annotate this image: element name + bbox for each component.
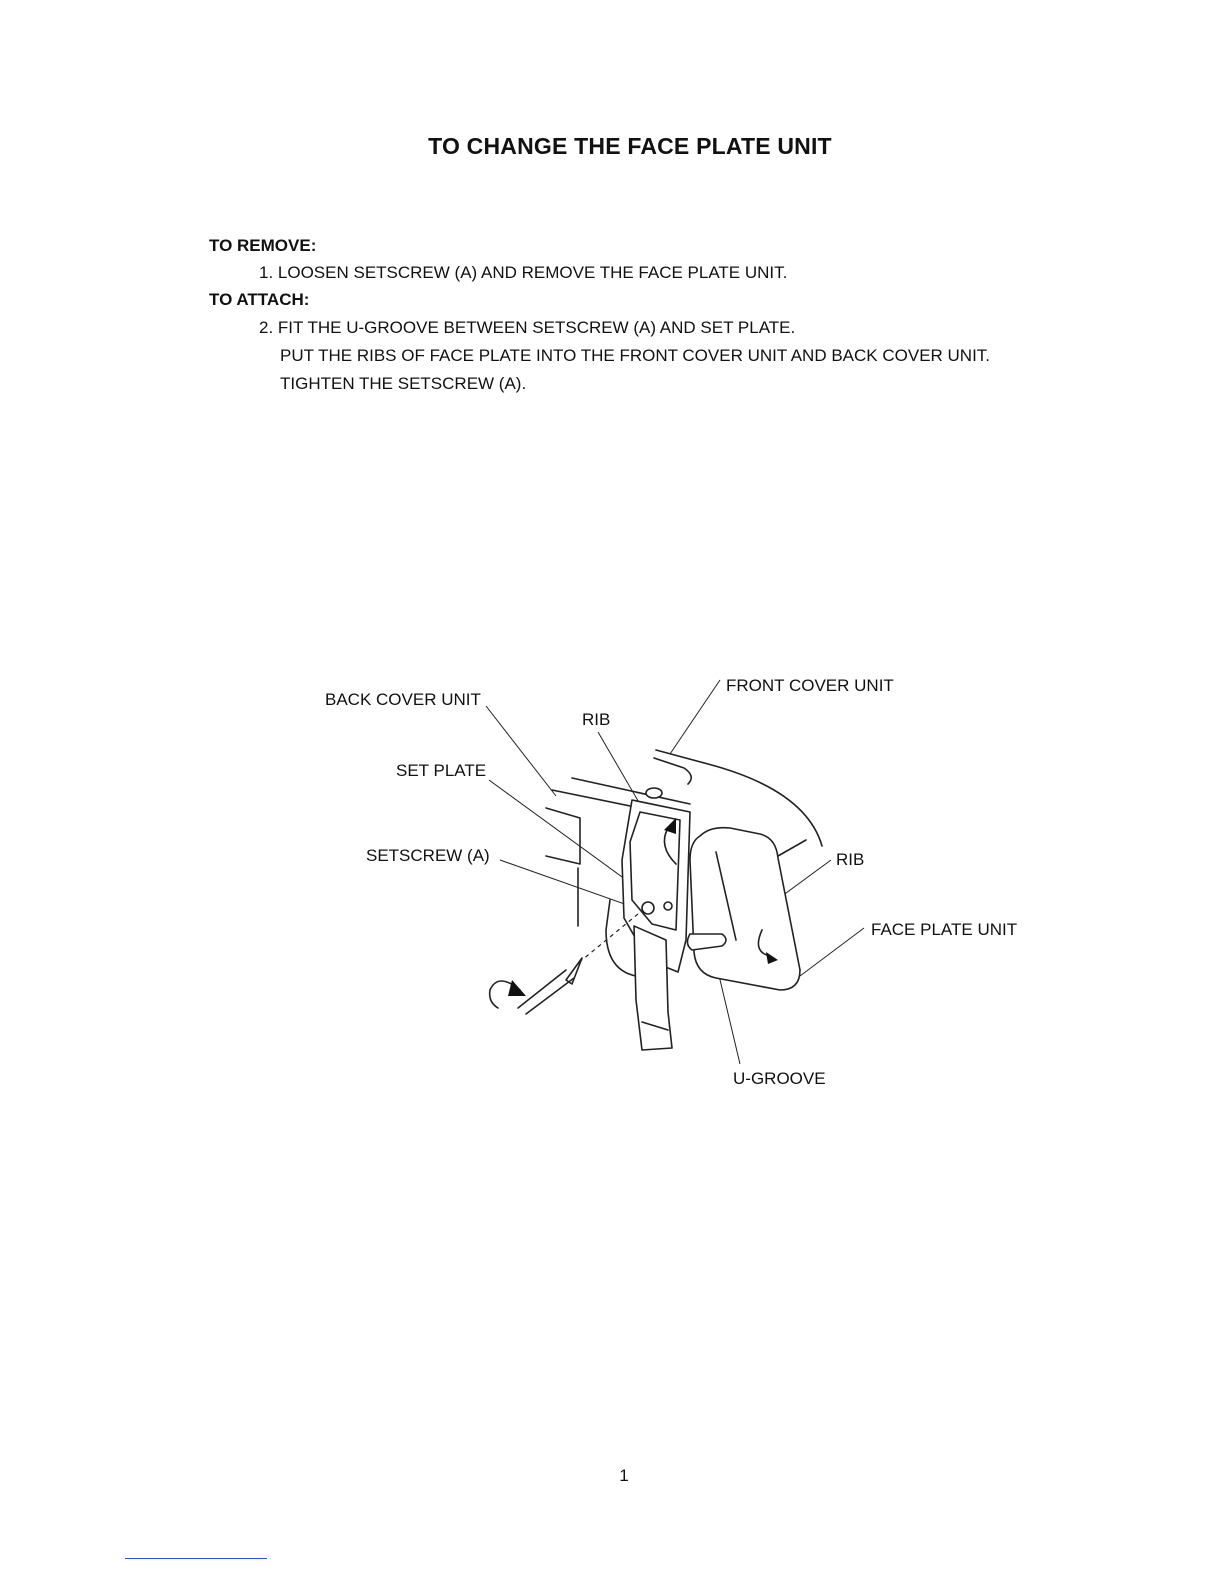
back-cover-panel: [545, 807, 581, 865]
rib-arrow: [663, 827, 677, 865]
u-groove-icon: [686, 933, 727, 951]
face-plate-body: [689, 826, 801, 991]
footer-rule: [125, 1558, 267, 1559]
leader-setscrew: [499, 859, 637, 909]
label-back-cover-unit: BACK COVER UNIT: [325, 690, 481, 709]
front-cover-rib: [777, 839, 807, 857]
label-rib-top: RIB: [582, 710, 611, 729]
front-cover-outline: [655, 749, 823, 847]
attach-heading: TO ATTACH:: [209, 290, 310, 309]
page-title: TO CHANGE THE FACE PLATE UNIT: [428, 133, 832, 159]
page-number: 1: [619, 1466, 629, 1485]
machine-body: [545, 749, 823, 927]
set-plate-inner: [629, 811, 681, 931]
screwdriver: [488, 913, 639, 1015]
set-plate-hook: [605, 899, 637, 977]
set-plate: [605, 799, 691, 1051]
label-face-plate-unit: FACE PLATE UNIT: [871, 920, 1018, 939]
label-setscrew: SETSCREW (A): [366, 846, 490, 865]
pin-icon: [663, 901, 673, 911]
attach-step-2-line-3: TIGHTEN THE SETSCREW (A).: [280, 374, 527, 393]
face-plate-crease: [715, 851, 737, 941]
label-set-plate: SET PLATE: [396, 761, 487, 780]
leader-set-plate: [488, 779, 641, 891]
leader-face-plate: [799, 927, 865, 977]
lever-arm-step: [641, 1021, 669, 1031]
label-u-groove: U-GROOVE: [733, 1069, 826, 1088]
rib-ridge-top: [571, 777, 691, 805]
label-front-cover-unit: FRONT COVER UNIT: [726, 676, 894, 695]
screwdriver-shaft-b: [525, 977, 575, 1015]
label-rib-right: RIB: [836, 850, 865, 869]
rotate-arrow-icon: [488, 980, 521, 1009]
screwdriver-tip: [565, 957, 583, 985]
front-cover-edge: [653, 757, 692, 785]
top-screw-icon: [645, 787, 663, 799]
leader-back-cover: [485, 705, 557, 797]
attach-step-2: 2. FIT THE U-GROOVE BETWEEN SETSCREW (A)…: [259, 318, 796, 337]
remove-heading: TO REMOVE:: [209, 236, 317, 255]
remove-step-1: 1. LOOSEN SETSCREW (A) AND REMOVE THE FA…: [259, 263, 788, 282]
rotate-arrow-head: [508, 980, 526, 996]
face-plate-unit: [663, 818, 801, 991]
setscrew-icon: [641, 901, 655, 915]
leader-front-cover: [669, 679, 721, 755]
rib-arrow-head: [664, 818, 676, 834]
lever-arm: [633, 925, 673, 1051]
face-plate-arrow-head: [766, 952, 778, 964]
attach-step-2-line-2: PUT THE RIBS OF FACE PLATE INTO THE FRON…: [280, 346, 991, 365]
screwdriver-shaft-a: [517, 969, 567, 1009]
leader-rib-right: [781, 859, 832, 897]
back-cover-edge: [551, 789, 641, 809]
